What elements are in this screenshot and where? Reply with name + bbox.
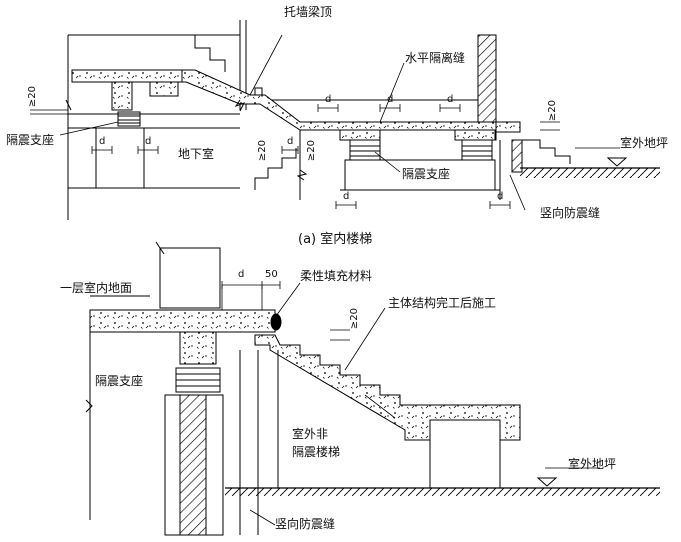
diagram-b [85,241,660,536]
isolator-center-2 [461,139,493,161]
dim-d: d [325,94,332,105]
label-outdoor-stair-1: 室外非 [292,427,329,441]
label-beam-top: 托墙梁顶 [284,5,333,19]
first-floor-slab [89,309,276,333]
dim-gap-stair: ≥20 [257,140,268,162]
break-mark-left [85,399,93,413]
beam-bottom [179,331,217,365]
label-flexible-fill: 柔性填充材料 [300,269,373,283]
beam-mid [149,81,179,97]
leader-beam-top [249,34,283,96]
dim-d: d [343,191,350,202]
basement-stair [254,148,297,190]
dim-d: d [497,191,504,202]
step [254,87,263,95]
leader-isolator-center [374,151,401,173]
leader-vertical-gap [509,174,526,211]
dim-50: 50 [265,269,278,280]
label-vertical-gap-top: 竖向防震缝 [540,206,601,220]
outdoor-steps [518,139,571,164]
label-outdoor-ground-top: 室外地坪 [620,136,669,150]
label-isolator-bottom: 隔震支座 [95,374,144,388]
slab-upper [71,69,183,83]
break-mark-basement [296,169,308,181]
dim-d: d [387,94,394,105]
isolator-left [117,111,141,127]
upper-column [159,247,221,309]
caption-a: (a) 室内楼梯 [298,232,373,247]
outdoor-stair [254,334,521,441]
leader-vertical-gap-bottom [249,509,276,526]
beam-left [111,81,133,111]
leader-outdoor-stair [364,394,396,419]
label-first-floor: 一层室内地面 [60,281,133,295]
break-mark [65,99,72,111]
label-isolator-center: 隔震支座 [402,167,451,181]
dim-d: d [287,136,294,147]
grade-marker [606,157,628,167]
dim-d: d [99,136,106,147]
label-isolator-left: 隔震支座 [6,133,55,147]
label-basement: 地下室 [178,147,215,161]
leader-flexible-fill [275,282,301,317]
dim-d: d [145,136,152,147]
label-vertical-gap-bottom: 竖向防震缝 [275,517,336,531]
diagram-a [30,20,660,220]
dim-gap-mid: ≥20 [306,140,317,162]
dim-d-bottom: d [238,269,245,280]
isolator-center-1 [349,139,381,161]
label-after-main: 主体结构完工后施工 [388,296,497,310]
label-outdoor-ground-bottom: 室外地坪 [568,457,617,471]
dim-d: d [447,94,454,105]
dim-gap-left: ≥20 [27,86,38,108]
flexible-fill [270,313,282,331]
label-outdoor-stair-2: 隔震楼梯 [292,445,341,459]
break-mark-stair [234,99,246,112]
leader-isolator-left [59,121,119,136]
dim-gap-right: ≥20 [547,100,558,122]
grade-marker-bottom [536,477,558,487]
leader-after-main [344,307,386,371]
dim-gap-bottom: ≥20 [349,308,360,330]
label-horizontal-gap: 水平隔离缝 [405,51,466,65]
leader-horizontal-gap [379,62,405,123]
upper-stair [194,35,226,72]
